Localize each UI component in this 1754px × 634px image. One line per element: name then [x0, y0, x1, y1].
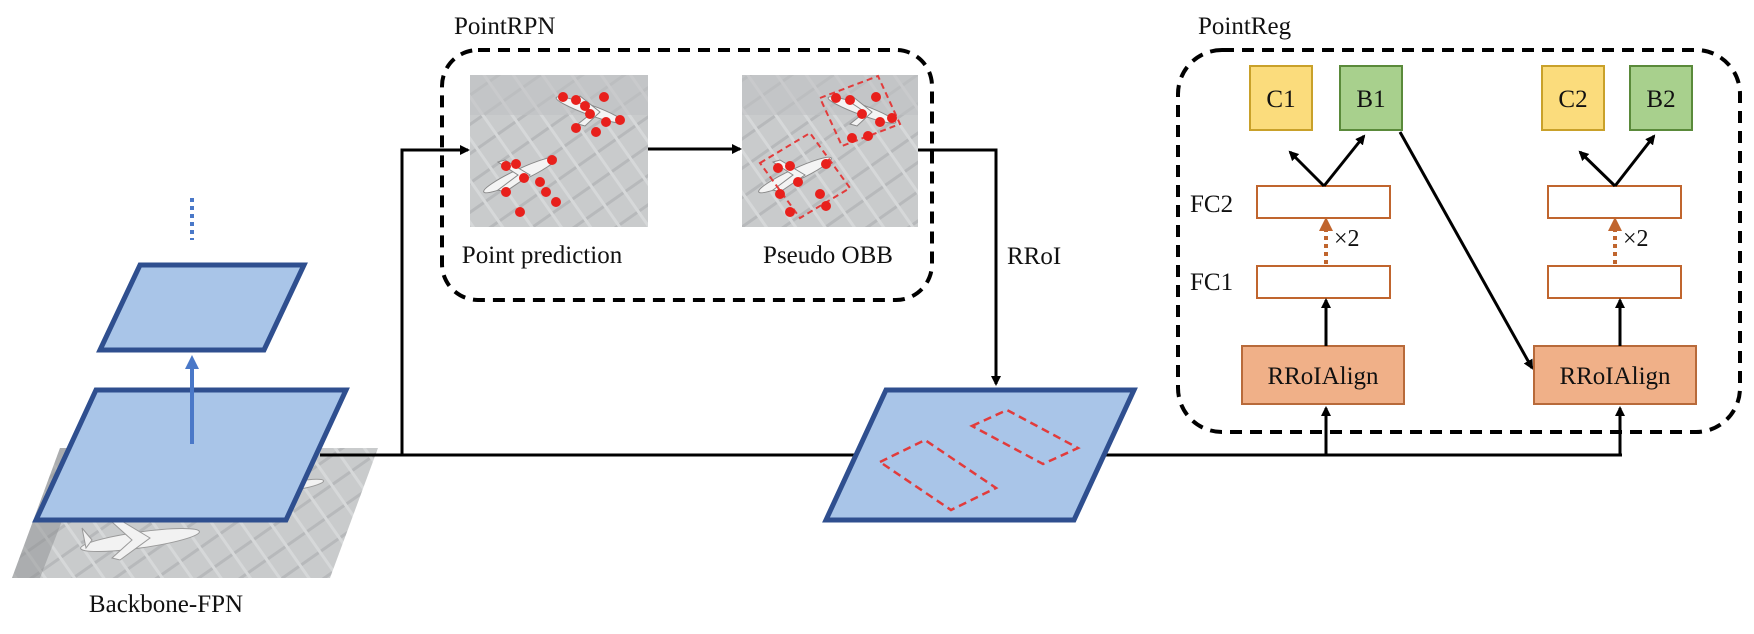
b1-box-regression-box	[1339, 65, 1403, 131]
keypoint-dot-group	[501, 92, 625, 217]
rroi-box	[969, 408, 1081, 466]
pointreg-dashed-border	[1176, 48, 1742, 434]
pseudo-obb-label: Pseudo OBB	[763, 242, 893, 269]
main-connectors	[320, 145, 1625, 457]
pointreg-stage-1: C1 B1 RRoIAlign ×2	[1241, 65, 1405, 405]
fc1-layer-stage-2	[1547, 265, 1682, 299]
fc2-layer	[1256, 185, 1391, 219]
b2-box-regression-box	[1629, 65, 1693, 131]
c1-classification-box	[1249, 65, 1313, 131]
rroi-box	[877, 438, 999, 512]
rroi-label: RRoI	[1007, 243, 1061, 270]
rroialign-1-block	[1241, 345, 1405, 405]
times2-label-1: ×2	[1334, 226, 1360, 252]
rroialign-2-block	[1533, 345, 1697, 405]
fc1-layer	[1256, 265, 1391, 299]
fpn-level-bottom	[32, 387, 350, 523]
b2-label: B2	[1646, 86, 1675, 113]
pointreg-label: PointReg	[1198, 13, 1292, 40]
times2-label-2: ×2	[1623, 226, 1649, 252]
c2-classification-box	[1541, 65, 1605, 131]
pointrpn-dashed-border	[440, 48, 934, 302]
point-prediction-label: Point prediction	[462, 242, 623, 269]
fpn-level-top	[96, 262, 308, 353]
fc1-label: FC1	[1190, 269, 1233, 296]
oriented-box	[818, 74, 902, 148]
rroialign-1-label: RRoIAlign	[1267, 363, 1379, 390]
point-prediction-image	[470, 75, 648, 227]
pointrpn-label: PointRPN	[454, 13, 555, 40]
pointrpn-module: PointRPN Point prediction	[440, 13, 934, 302]
rroialign-2-label: RRoIAlign	[1559, 363, 1671, 390]
pointreg-module: PointReg C1 B1 RRoIAlign ×2 FC2 FC1 C2	[1176, 13, 1742, 434]
c2-label: C2	[1558, 86, 1587, 113]
rroi-feature-map	[822, 387, 1138, 523]
backbone-fpn: Backbone-FPN	[12, 198, 378, 618]
pointreg-stage-2: C2 B2 RRoIAlign ×2	[1533, 65, 1697, 405]
c1-label: C1	[1266, 86, 1295, 113]
fc2-label: FC2	[1190, 191, 1233, 218]
fc2-layer-stage-2	[1547, 185, 1682, 219]
pseudo-obb-image	[742, 74, 918, 227]
b1-label: B1	[1356, 86, 1385, 113]
backbone-fpn-label: Backbone-FPN	[89, 591, 243, 618]
cascade-arrow	[1398, 131, 1534, 370]
